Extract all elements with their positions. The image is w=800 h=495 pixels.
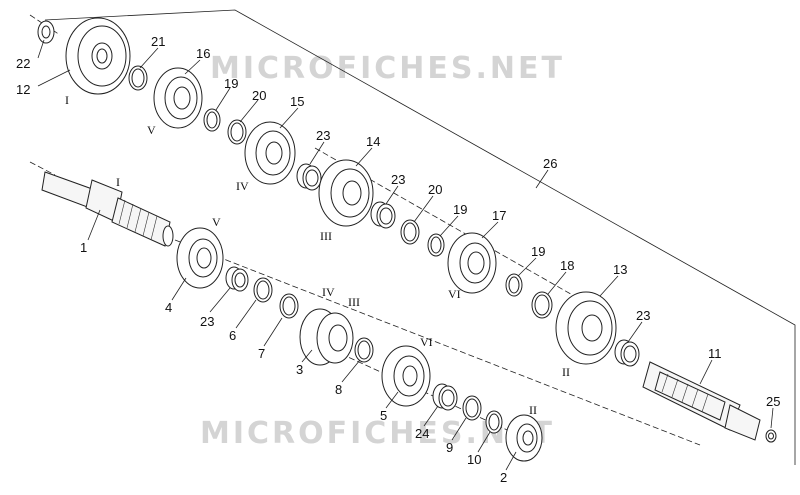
callout-3: 3 (296, 362, 303, 377)
callout-14: 14 (366, 134, 380, 149)
gear-mark-14: III (320, 229, 332, 243)
callout-19-b: 19 (453, 202, 467, 217)
part-4-gear (176, 227, 224, 289)
part-23-bush-d (225, 266, 249, 292)
gear-mark-2: II (529, 403, 537, 417)
gear-mark-15: IV (236, 179, 249, 193)
callout-11: 11 (708, 346, 722, 361)
callout-16: 16 (196, 46, 210, 61)
gear-mark-13: II (562, 365, 570, 379)
part-21-ring (128, 65, 148, 91)
callout-4: 4 (165, 300, 172, 315)
part-2-gear (505, 414, 543, 462)
callout-26: 26 (543, 156, 557, 171)
gear-mark-3-iii: III (348, 295, 360, 309)
part-3-gear-cluster (299, 308, 354, 366)
part-23-bush-b (370, 201, 396, 229)
callout-19-c: 19 (531, 244, 545, 259)
gear-mark-5: VI (420, 335, 433, 349)
part-12-gear (65, 17, 131, 95)
part-9-ring (462, 395, 482, 421)
leader-lines (37, 39, 774, 471)
part-15-gear (244, 121, 296, 185)
callout-7: 7 (258, 346, 265, 361)
callout-1: 1 (80, 240, 87, 255)
callout-19-a: 19 (224, 76, 238, 91)
callout-23-a: 23 (316, 128, 330, 143)
callout-5: 5 (380, 408, 387, 423)
callout-numbers: 22 12 21 16 19 20 15 23 14 23 20 19 17 1… (16, 34, 780, 485)
callout-8: 8 (335, 382, 342, 397)
callout-18: 18 (560, 258, 574, 273)
gear-marks: I V IV III VI II I V IV III VI II (65, 93, 570, 417)
callout-2: 2 (500, 470, 507, 485)
part-23-bush-a (296, 163, 322, 191)
part-14-gear (318, 159, 374, 227)
part-19-circlip-b (427, 233, 445, 257)
watermark-top: MICROFICHES.NET (210, 51, 565, 86)
part-7-ring (279, 293, 299, 319)
gear-mark-1: I (116, 175, 120, 189)
part-5-gear (381, 345, 431, 407)
gear-mark-3-iv: IV (322, 285, 335, 299)
part-25-nut (765, 429, 777, 443)
part-19-circlip-c (505, 273, 523, 297)
part-11-shaft (642, 361, 761, 441)
part-13-gear (555, 291, 617, 365)
part-10-ring (485, 410, 503, 434)
callout-10: 10 (467, 452, 481, 467)
part-24-bush (432, 383, 458, 411)
part-1-shaft (41, 171, 174, 247)
callout-15: 15 (290, 94, 304, 109)
assembly-boundary (44, 9, 796, 465)
callout-6: 6 (229, 328, 236, 343)
gear-mark-17: VI (448, 287, 461, 301)
part-16-gear (153, 67, 203, 129)
callout-9: 9 (446, 440, 453, 455)
callout-23-b: 23 (391, 172, 405, 187)
part-20-ring-a (227, 119, 247, 145)
part-18-ring (531, 291, 553, 319)
part-22-washer (37, 20, 55, 44)
callout-23-d: 23 (200, 314, 214, 329)
callout-25: 25 (766, 394, 780, 409)
part-6-ring (253, 277, 273, 303)
callout-20-b: 20 (428, 182, 442, 197)
callout-12: 12 (16, 82, 30, 97)
gear-mark-12: I (65, 93, 69, 107)
callout-22: 22 (16, 56, 30, 71)
gear-mark-4: V (212, 215, 221, 229)
callout-23-c: 23 (636, 308, 650, 323)
part-17-gear (447, 232, 497, 294)
callout-17: 17 (492, 208, 506, 223)
gear-mark-16: V (147, 123, 156, 137)
callout-13: 13 (613, 262, 627, 277)
callout-24: 24 (415, 426, 429, 441)
callout-21: 21 (151, 34, 165, 49)
part-8-ring (354, 337, 374, 363)
part-23-bush-c (614, 339, 640, 367)
callout-20-a: 20 (252, 88, 266, 103)
part-19-circlip-a (203, 108, 221, 132)
part-20-ring-b (400, 219, 420, 245)
